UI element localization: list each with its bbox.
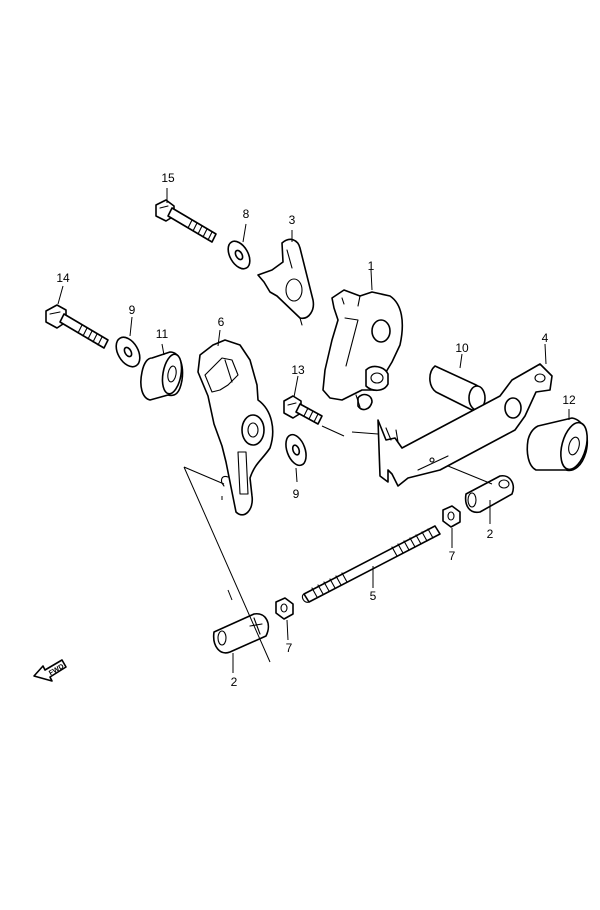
part-9-washer-upper — [115, 336, 141, 368]
callout-11: 11 — [156, 327, 169, 341]
callout-4: 4 — [542, 331, 549, 345]
callout-13: 13 — [291, 363, 305, 377]
callout-15: 15 — [161, 171, 175, 185]
callout-3: 3 — [289, 213, 296, 227]
part-10-collar — [429, 365, 486, 411]
part-9-washer-lower — [285, 433, 307, 467]
part-8-washer — [227, 240, 251, 270]
part-4-bracket — [377, 363, 553, 487]
callout-7-lower: 7 — [286, 641, 293, 655]
part-14-bolt — [45, 304, 109, 349]
part-5-threaded-rod — [301, 525, 441, 603]
part-6-arm — [197, 339, 274, 516]
part-15-bolt — [155, 199, 217, 243]
part-2-rod-end-lower — [212, 613, 270, 654]
callout-2-upper: 2 — [487, 527, 494, 541]
callout-9-lower: 9 — [293, 487, 300, 501]
callout-labels: 15 8 3 1 14 9 11 6 10 4 13 12 9 2 7 5 7 … — [56, 171, 576, 689]
part-7-nut-lower — [275, 597, 294, 620]
callout-14: 14 — [56, 271, 70, 285]
callout-12: 12 — [562, 393, 576, 407]
part-1-lever — [322, 289, 404, 411]
callout-1: 1 — [368, 259, 375, 273]
part-12-collar — [526, 417, 588, 472]
part-13-bolt — [283, 395, 323, 425]
callout-8: 8 — [243, 207, 250, 221]
fwd-label: FWD — [48, 663, 65, 677]
leader-lines — [57, 188, 570, 673]
callout-6: 6 — [218, 315, 225, 329]
callout-9-upper: 9 — [129, 303, 136, 317]
part-11-collar — [140, 351, 184, 401]
fwd-direction-arrow: FWD — [33, 659, 67, 682]
part-7-nut-upper — [442, 505, 461, 528]
callout-7-upper: 7 — [449, 549, 456, 563]
callout-5: 5 — [370, 589, 377, 603]
callout-2-lower: 2 — [231, 675, 238, 689]
part-3-plate — [257, 238, 315, 326]
callout-10: 10 — [455, 341, 469, 355]
part-2-rod-end-upper — [464, 474, 515, 514]
